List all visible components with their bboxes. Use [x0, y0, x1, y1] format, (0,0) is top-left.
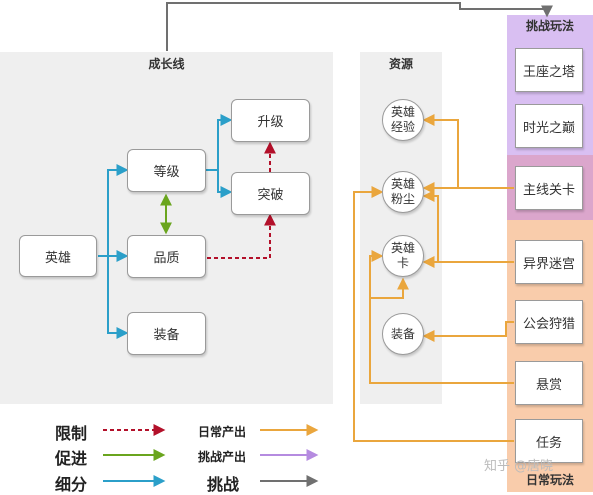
- challenge-output-link: [442, 10, 505, 15]
- mode-otherworld-maze: 异界迷宫: [515, 240, 583, 284]
- node-quality: 品质: [127, 235, 206, 278]
- mode-quest: 任务: [515, 419, 583, 463]
- mode-main-stage: 主线关卡: [515, 166, 583, 210]
- daily-main-stage-to-exp: [422, 114, 514, 189]
- resource-hero-exp-line1: 英雄: [390, 105, 415, 119]
- watermark: 知乎 @唐晓: [484, 459, 554, 474]
- resource-hero-card: 英雄 卡: [382, 235, 424, 277]
- node-upgrade: 升级: [231, 99, 310, 142]
- mode-throne-tower: 王座之塔: [515, 48, 583, 92]
- node-breakthrough: 突破: [231, 172, 310, 215]
- growth-line-title: 成长线: [148, 57, 185, 71]
- resource-hero-dust-line1: 英雄: [390, 177, 415, 191]
- resource-equipment: 装备: [382, 313, 424, 355]
- legend-restrict-label: 限制: [55, 424, 88, 443]
- resource-hero-card-line2: 卡: [396, 256, 409, 270]
- subdivide-hero-to-level: [98, 164, 129, 257]
- resource-hero-dust: 英雄 粉尘: [382, 171, 424, 213]
- daily-to-card-left: [369, 250, 384, 298]
- legend-subdivide-label: 细分: [55, 475, 88, 494]
- resource-hero-exp: 英雄 经验: [382, 99, 424, 141]
- legend-daily-output-label: 日常产出: [198, 425, 247, 439]
- legend-challenge-output-label: 挑战产出: [198, 450, 247, 464]
- daily-maze-to-dust: [422, 190, 514, 263]
- daily-guild-hunt-to-equipment: [422, 321, 514, 342]
- mode-guild-hunt: 公会狩猎: [515, 300, 583, 344]
- resource-hero-exp-line2: 经验: [390, 120, 415, 134]
- subdivide-level-to-breakthrough: [217, 170, 233, 198]
- subdivide-level-to-upgrade: [206, 114, 233, 171]
- challenge-mode-title: 挑战玩法: [525, 19, 574, 33]
- legend-promote-label: 促进: [55, 449, 88, 468]
- legend-challenge-label: 挑战: [207, 475, 240, 494]
- node-equipment: 装备: [127, 312, 206, 355]
- node-level: 等级: [127, 149, 206, 192]
- resource-hero-card-line1: 英雄: [390, 241, 415, 255]
- daily-quest-to-dust: [353, 186, 514, 442]
- mode-bounty: 悬赏: [515, 361, 583, 405]
- mode-time-peak: 时光之巅: [515, 104, 583, 148]
- resource-title: 资源: [388, 57, 413, 71]
- restrict-quality-to-breakthrough: [207, 213, 276, 259]
- node-hero: 英雄: [19, 235, 97, 277]
- daily-mode-title: 日常玩法: [525, 473, 574, 487]
- resource-equipment-label: 装备: [390, 326, 415, 341]
- resource-hero-dust-line2: 粉尘: [390, 192, 415, 206]
- challenge-link: [166, 2, 553, 51]
- subdivide-hero-to-equipment: [107, 256, 129, 339]
